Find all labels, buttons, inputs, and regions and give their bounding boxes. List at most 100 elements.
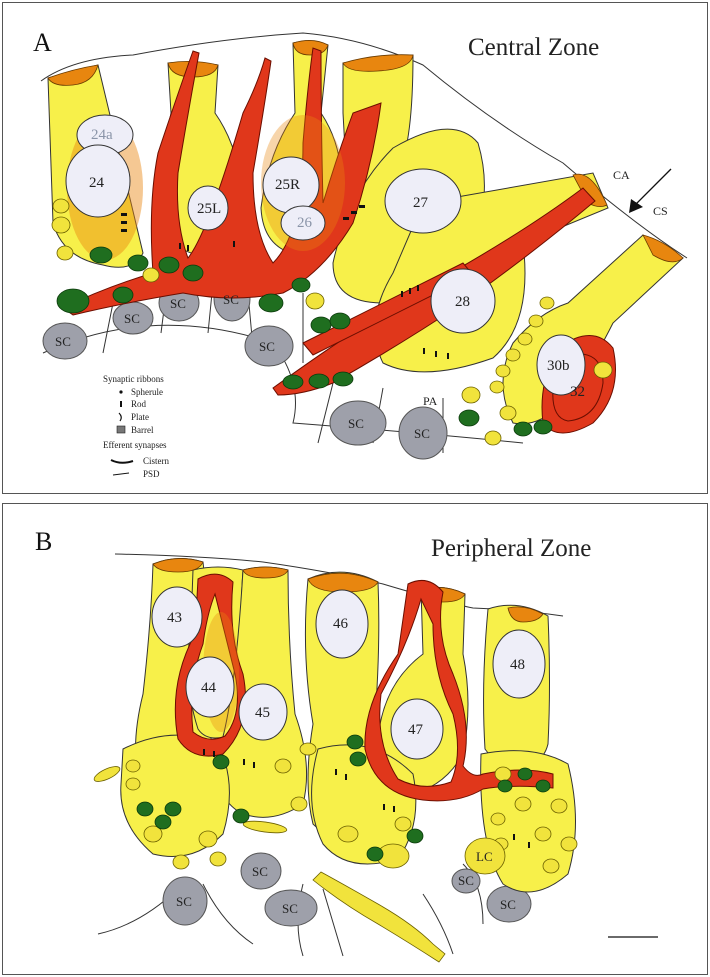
cell-label-28: 28: [455, 294, 470, 310]
panel-b: B Peripheral Zone 43 44 45 46 47 48 SC S…: [2, 503, 708, 975]
cell-label-27: 27: [413, 195, 429, 211]
ribbon-markers: [121, 205, 449, 359]
efferent-terminal: [258, 293, 284, 313]
efferent-terminal: [332, 371, 354, 387]
sc-label: SC: [500, 897, 516, 912]
nucleus-45: [238, 683, 288, 741]
legend-cistern: Cistern: [143, 456, 169, 466]
psd-symbol: [112, 472, 130, 476]
plate-symbol: [118, 412, 122, 422]
afferent-calyx-44: [174, 573, 246, 757]
annotation-cs: CS: [653, 204, 668, 218]
sc-label: SC: [170, 296, 186, 311]
efferent-terminal: [308, 373, 330, 389]
afferent-calyx-47: [364, 579, 554, 802]
sc-label: SC: [252, 864, 268, 879]
legend-psd: PSD: [143, 469, 160, 479]
cuticular-plate: [307, 572, 379, 593]
sc-label: SC: [458, 873, 474, 888]
efferent-terminal: [112, 286, 134, 304]
efferent-terminal: [513, 421, 533, 437]
afferent-terminal: [56, 245, 74, 261]
efferent-terminal: [310, 316, 332, 334]
panel-b-diagram: B Peripheral Zone 43 44 45 46 47 48 SC S…: [35, 527, 658, 963]
nucleus-44: [185, 656, 235, 718]
afferent-terminal: [51, 216, 71, 234]
sc-nucleus: [264, 889, 318, 927]
sc-nucleus: [240, 852, 282, 890]
afferent-terminal: [142, 267, 160, 283]
cuticular-plate: [342, 54, 414, 72]
nucleus-25l: [187, 185, 229, 231]
afferent-terminal: [495, 364, 511, 378]
cell-label-30b: 30b: [547, 358, 570, 374]
legend-plate: Plate: [131, 412, 149, 422]
cuticular-plate: [507, 606, 544, 623]
legend-heading-efferent: Efferent synapses: [103, 440, 167, 450]
legend-heading-ribbons: Synaptic ribbons: [103, 374, 164, 384]
nucleus-30b: [536, 334, 586, 396]
nucleus-47: [390, 698, 444, 760]
nucleus-26: [280, 205, 326, 241]
legend: Synaptic ribbons Spherule Rod Plate Barr…: [103, 374, 169, 479]
efferent-terminal: [127, 254, 149, 272]
afferent-terminal: [461, 386, 481, 404]
sc-label: SC: [414, 426, 430, 441]
cell-label-44: 44: [201, 680, 217, 696]
legend-barrel: Barrel: [131, 425, 154, 435]
efferent-terminal: [533, 419, 553, 435]
sc-label: SC: [124, 311, 140, 326]
barrel-symbol: [116, 425, 126, 434]
afferent-terminal: [505, 348, 521, 362]
sc-label: SC: [282, 901, 298, 916]
afferent-terminal: [539, 296, 555, 310]
cell-label-47: 47: [408, 722, 424, 738]
legend-rod: Rod: [131, 399, 147, 409]
panel-a-diagram: A Central Zone 24a 24 25L 25R 26 27 28 3…: [33, 28, 688, 479]
afferent-terminal: [489, 380, 505, 394]
sc-nucleus: [451, 868, 481, 894]
panel-a-title: Central Zone: [468, 34, 599, 61]
afferent-terminal: [305, 292, 325, 310]
afferent-terminal: [593, 361, 613, 379]
cell-label-25l: 25L: [197, 201, 221, 217]
annotation-pa: PA: [423, 394, 438, 408]
afferent-terminal: [484, 430, 502, 446]
cell-label-46: 46: [333, 616, 349, 632]
orientation-arrow-head: [629, 199, 643, 213]
spherule-symbol: [119, 390, 123, 394]
afferent-terminal: [528, 314, 544, 328]
efferent-terminal: [282, 374, 304, 390]
nucleus-28: [430, 268, 496, 334]
efferent-terminal: [458, 409, 480, 427]
sc-nucleus: [398, 406, 448, 460]
cuticular-plate: [572, 173, 608, 207]
afferent-terminal: [52, 198, 70, 214]
nucleus-48: [492, 629, 546, 699]
cell-label-43: 43: [167, 610, 182, 626]
afferent-terminal: [499, 405, 517, 421]
nucleus-27: [384, 168, 462, 234]
afferent-fiber: [62, 47, 382, 316]
sc-label: SC: [223, 292, 239, 307]
sc-nucleus: [42, 322, 88, 360]
panel-b-title: Peripheral Zone: [431, 535, 591, 562]
orientation-arrow-line: [634, 168, 672, 206]
efferent-terminal: [89, 246, 113, 264]
lc-cell: [464, 837, 506, 875]
nucleus-46: [315, 589, 369, 659]
cell-label-24: 24: [89, 175, 105, 191]
cuticular-plate: [242, 566, 289, 579]
ribbon-markers: [203, 749, 530, 848]
legend-spherule: Spherule: [131, 387, 163, 397]
sc-label: SC: [55, 334, 71, 349]
afferent-terminal: [517, 332, 533, 346]
nucleus-43: [151, 586, 203, 648]
cell-label-45: 45: [255, 705, 270, 721]
sc-nucleus: [162, 876, 208, 926]
sc-nucleus: [244, 325, 294, 367]
rod-symbol: [120, 401, 122, 407]
efferent-terminal: [158, 256, 180, 274]
afferent-terminals: [93, 742, 578, 874]
panel-a: A Central Zone 24a 24 25L 25R 26 27 28 3…: [2, 2, 708, 494]
